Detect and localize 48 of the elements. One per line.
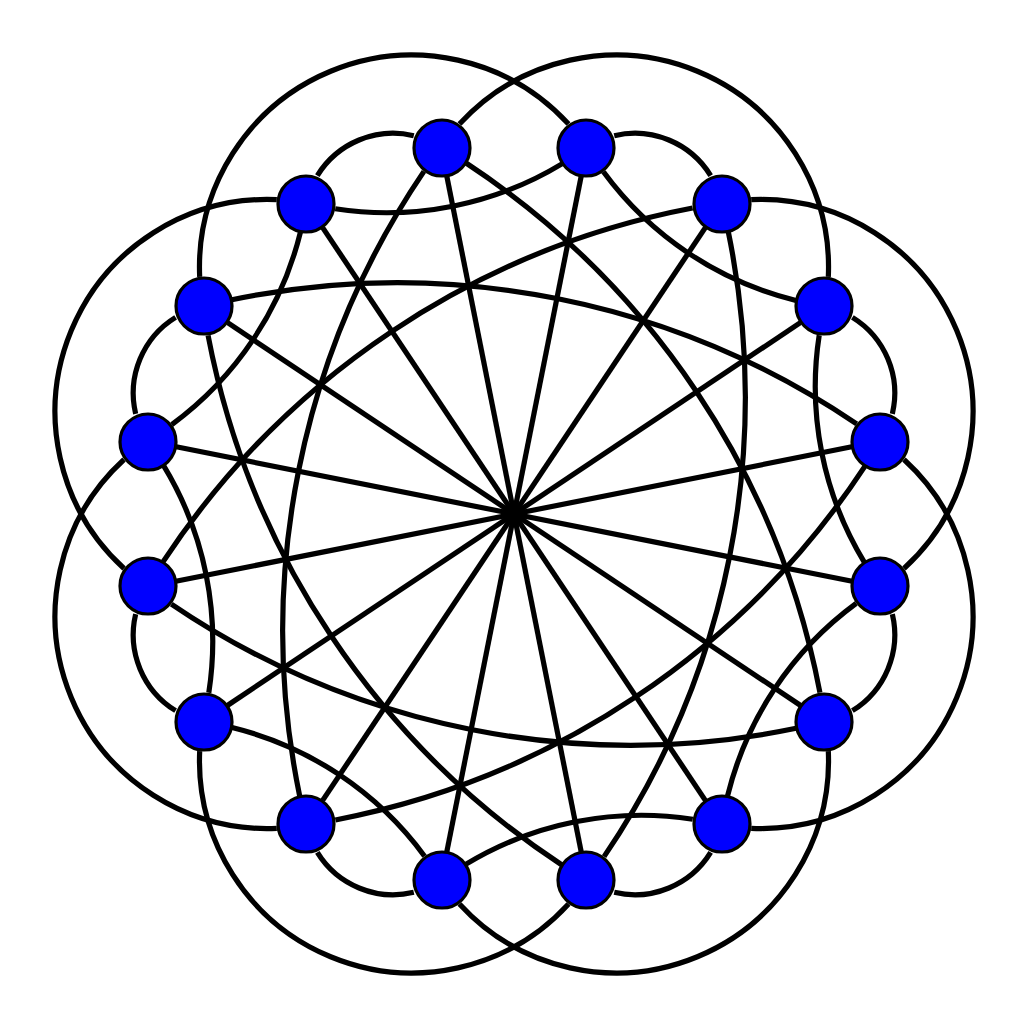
edge-line (130, 315, 178, 415)
edge-line (464, 812, 693, 867)
edge-line (197, 751, 571, 976)
edge-line (601, 170, 797, 303)
edge-line (335, 161, 564, 216)
vertex-circle (850, 556, 911, 617)
edge-line (315, 850, 415, 898)
edge-line (464, 160, 823, 694)
vertex-circle (850, 411, 911, 472)
edge-line (315, 130, 415, 178)
edge-line (170, 231, 303, 427)
edge-line (850, 315, 898, 415)
vertex-circle (117, 411, 178, 472)
edge-line (231, 725, 427, 858)
edge-line (231, 280, 858, 427)
vertex-circle (276, 173, 337, 234)
vertex-circle (556, 850, 617, 911)
edge-line (613, 850, 713, 898)
edge-line (334, 464, 868, 823)
vertex-circle (691, 794, 752, 855)
edge-line (613, 130, 713, 178)
vertex-circle (411, 850, 472, 911)
vertex-circle (691, 173, 752, 234)
vertex-circle (117, 556, 178, 617)
edge-line (457, 751, 831, 976)
edge-line (160, 205, 694, 564)
vertex-circle (173, 691, 234, 752)
edge-line (197, 52, 571, 277)
vertex-circle (794, 276, 855, 337)
edge-line (161, 464, 216, 693)
edge-line (280, 170, 427, 797)
vertex-circle (411, 117, 472, 178)
vertex-circle (276, 794, 337, 855)
edge-line (601, 231, 748, 858)
vertex-circle (173, 276, 234, 337)
edge-line (812, 335, 867, 564)
edge-line (205, 334, 564, 868)
edge-line (751, 197, 976, 571)
edge-line (130, 613, 178, 713)
edge-line (170, 601, 797, 748)
edge-line (850, 613, 898, 713)
edge-line (725, 601, 858, 797)
edge-line (751, 457, 976, 831)
edge-line (457, 52, 831, 277)
edge-line (52, 457, 277, 831)
vertex-circle (794, 691, 855, 752)
edge-line (52, 197, 277, 571)
vertex-circle (556, 117, 617, 178)
